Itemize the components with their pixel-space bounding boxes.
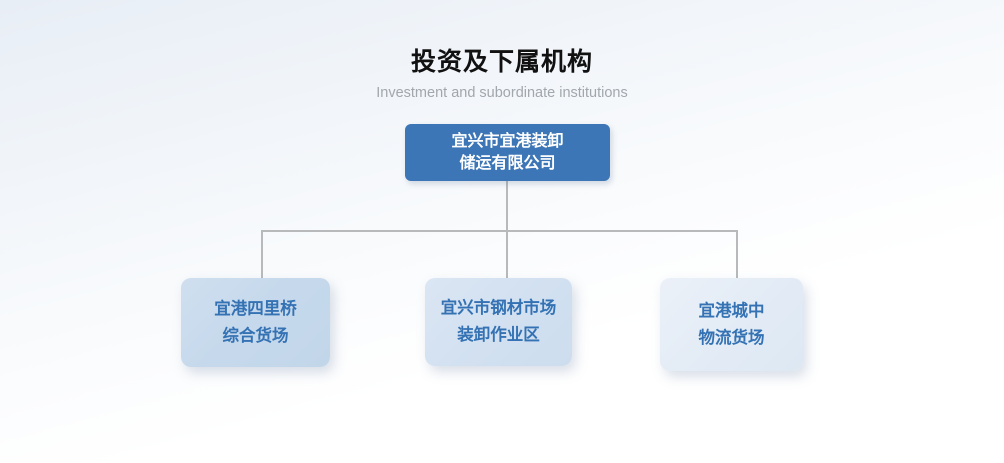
org-node-root-label-line1: 宜兴市宜港装卸	[451, 132, 564, 150]
connector-drop-right	[736, 230, 738, 278]
org-node-child-citycenter-logistics-yard: 宜港城中 物流货场	[660, 278, 803, 371]
org-node-child-1-label-line2: 综合货场	[222, 326, 289, 345]
org-node-child-silibridge-yard: 宜港四里桥 综合货场	[181, 278, 330, 367]
org-node-child-1-label-line1: 宜港四里桥	[214, 299, 297, 318]
connector-root-stem	[506, 181, 508, 278]
connector-drop-left	[261, 230, 263, 278]
page-subtitle: Investment and subordinate institutions	[376, 85, 628, 101]
org-node-child-3-label-line1: 宜港城中	[698, 301, 765, 320]
org-node-root-label-line2: 储运有限公司	[459, 154, 556, 172]
page-title: 投资及下属机构	[410, 48, 593, 76]
org-node-root: 宜兴市宜港装卸 储运有限公司	[405, 124, 610, 181]
org-node-child-2-label-line1: 宜兴市钢材市场	[440, 299, 557, 317]
org-node-child-2-label-line2: 装卸作业区	[457, 326, 540, 344]
org-node-child-3-label-line2: 物流货场	[698, 328, 765, 347]
org-node-child-steel-market-area: 宜兴市钢材市场 装卸作业区	[425, 278, 572, 366]
connector-horizontal-rail	[261, 230, 738, 232]
chart-header: 投资及下属机构 Investment and subordinate insti…	[0, 42, 1004, 101]
